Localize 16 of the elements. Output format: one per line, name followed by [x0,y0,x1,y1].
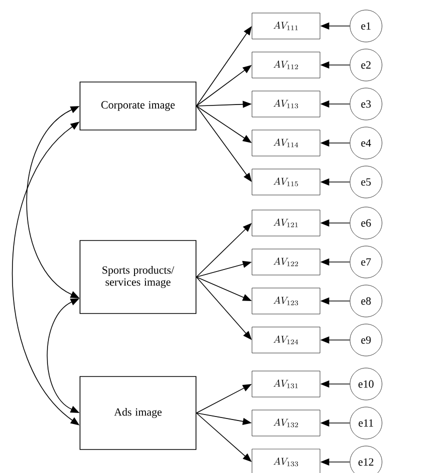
indicator-box: $AV_{112}$ [252,52,320,78]
indicator-box: $AV_{121}$ [252,210,320,236]
indicator-box: $AV_{133}$ [252,448,320,473]
indicator-box: $AV_{132}$ [252,410,320,436]
latent-variable-box: Corporate image [80,82,196,130]
latent-variable-box: Ads image [80,376,196,450]
indicator-box: $AV_{111}$ [252,12,320,40]
indicator-box: $AV_{131}$ [252,370,320,398]
arrow [196,106,252,182]
indicator-box: $AV_{124}$ [252,326,320,354]
latent-variable-box: Sports products/ services image [80,240,196,314]
indicator-box: $AV_{114}$ [252,130,320,156]
indicator-box: $AV_{122}$ [252,248,320,276]
indicator-box: $AV_{115}$ [252,168,320,196]
indicator-box: $AV_{123}$ [252,288,320,314]
indicator-box: $AV_{113}$ [252,90,320,118]
